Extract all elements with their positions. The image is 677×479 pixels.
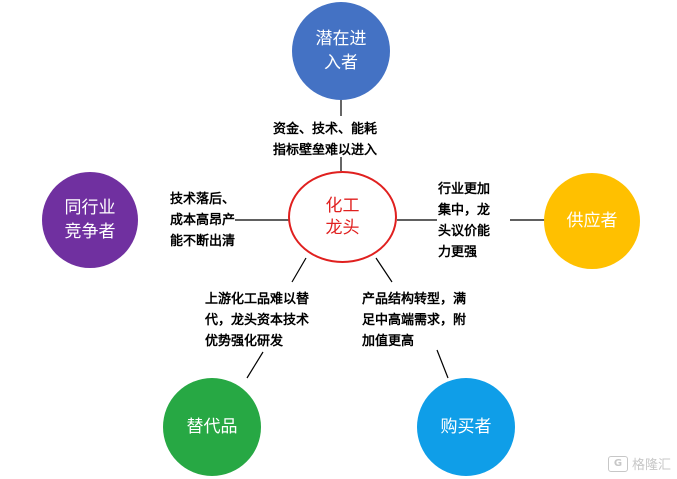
entrants-barrier-note: 资金、技术、能耗 指标壁垒难以进入 [273,119,377,161]
line-substitutes-bottom [246,351,264,379]
potential-entrants-label-line1: 潜在进 [315,29,367,49]
rivals-note-line3: 能不断出清 [170,234,236,249]
chemical-leader-center-node: 化工 龙头 [288,171,397,263]
suppliers-note: 行业更加 集中，龙 头议价能 力更强 [438,179,490,263]
buyers-note-line1: 产品结构转型，满 [362,292,467,307]
rivals-label-line1: 同行业 [64,198,116,218]
substitutes-note-line3: 优势强化研发 [205,334,284,349]
substitutes-note-line2: 代，龙头资本技术 [205,313,310,328]
suppliers-note-line1: 行业更加 [438,182,491,197]
buyers-note: 产品结构转型，满 足中高端需求，附 加值更高 [362,289,466,352]
line-buyers-top [375,257,393,283]
potential-entrants-label-line2: 入者 [324,53,358,73]
line-substitutes-top [291,257,307,283]
suppliers-note-line4: 力更强 [438,245,478,260]
gelonghui-watermark: G 格隆汇 [607,454,671,473]
line-buyers-bottom [436,349,449,379]
substitutes-node: 替代品 [163,378,261,476]
substitutes-note: 上游化工品难以替 代，龙头资本技术 优势强化研发 [205,289,309,352]
buyers-label: 购买者 [440,417,492,437]
rivals-note: 技术落后、 成本高昂产 能不断出清 [170,189,235,252]
rivals-note-line2: 成本高昂产 [170,213,236,228]
gelonghui-logo-icon: G [607,455,628,472]
potential-entrants-node: 潜在进 入者 [292,2,390,100]
entrants-note-line1: 资金、技术、能耗 [273,122,378,137]
suppliers-label: 供应者 [566,211,618,231]
entrants-note-line2: 指标壁垒难以进入 [273,143,378,158]
center-label-line2: 龙头 [325,218,360,238]
rivals-note-line1: 技术落后、 [170,192,236,207]
substitutes-label: 替代品 [186,417,238,437]
buyers-note-line2: 足中高端需求，附 [362,313,467,328]
buyers-note-line3: 加值更高 [362,334,415,349]
rivals-node: 同行业 竞争者 [42,172,138,268]
center-label-line1: 化工 [325,196,360,216]
suppliers-node: 供应者 [544,173,640,269]
buyers-node: 购买者 [417,378,515,476]
suppliers-note-line2: 集中，龙 [438,203,491,218]
substitutes-note-line1: 上游化工品难以替 [205,292,310,307]
suppliers-note-line3: 头议价能 [438,224,491,239]
watermark-text: 格隆汇 [631,458,671,473]
rivals-label-line2: 竞争者 [64,222,116,242]
